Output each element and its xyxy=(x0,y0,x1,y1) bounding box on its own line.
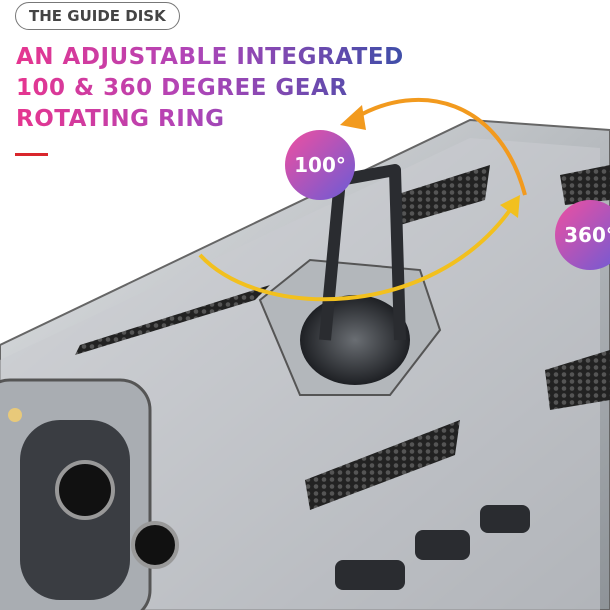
headline-line-2: 100 & 360 DEGREE GEAR xyxy=(16,75,348,101)
headline-line-3: ROTATING RING xyxy=(16,106,225,132)
accent-divider xyxy=(15,153,48,156)
guide-disk-label: THE GUIDE DISK xyxy=(15,2,180,30)
ring-holder xyxy=(258,164,442,396)
badge-360-degree: 360° xyxy=(555,200,610,270)
rotation-arrows xyxy=(198,97,527,302)
badge-100-degree: 100° xyxy=(285,130,355,200)
headline: AN ADJUSTABLE INTEGRATED 100 & 360 DEGRE… xyxy=(16,42,404,135)
headline-line-1: AN ADJUSTABLE INTEGRATED xyxy=(16,44,404,70)
side-buttons xyxy=(335,505,530,590)
camera-module xyxy=(0,378,179,610)
hex-grip-strips xyxy=(75,165,610,510)
